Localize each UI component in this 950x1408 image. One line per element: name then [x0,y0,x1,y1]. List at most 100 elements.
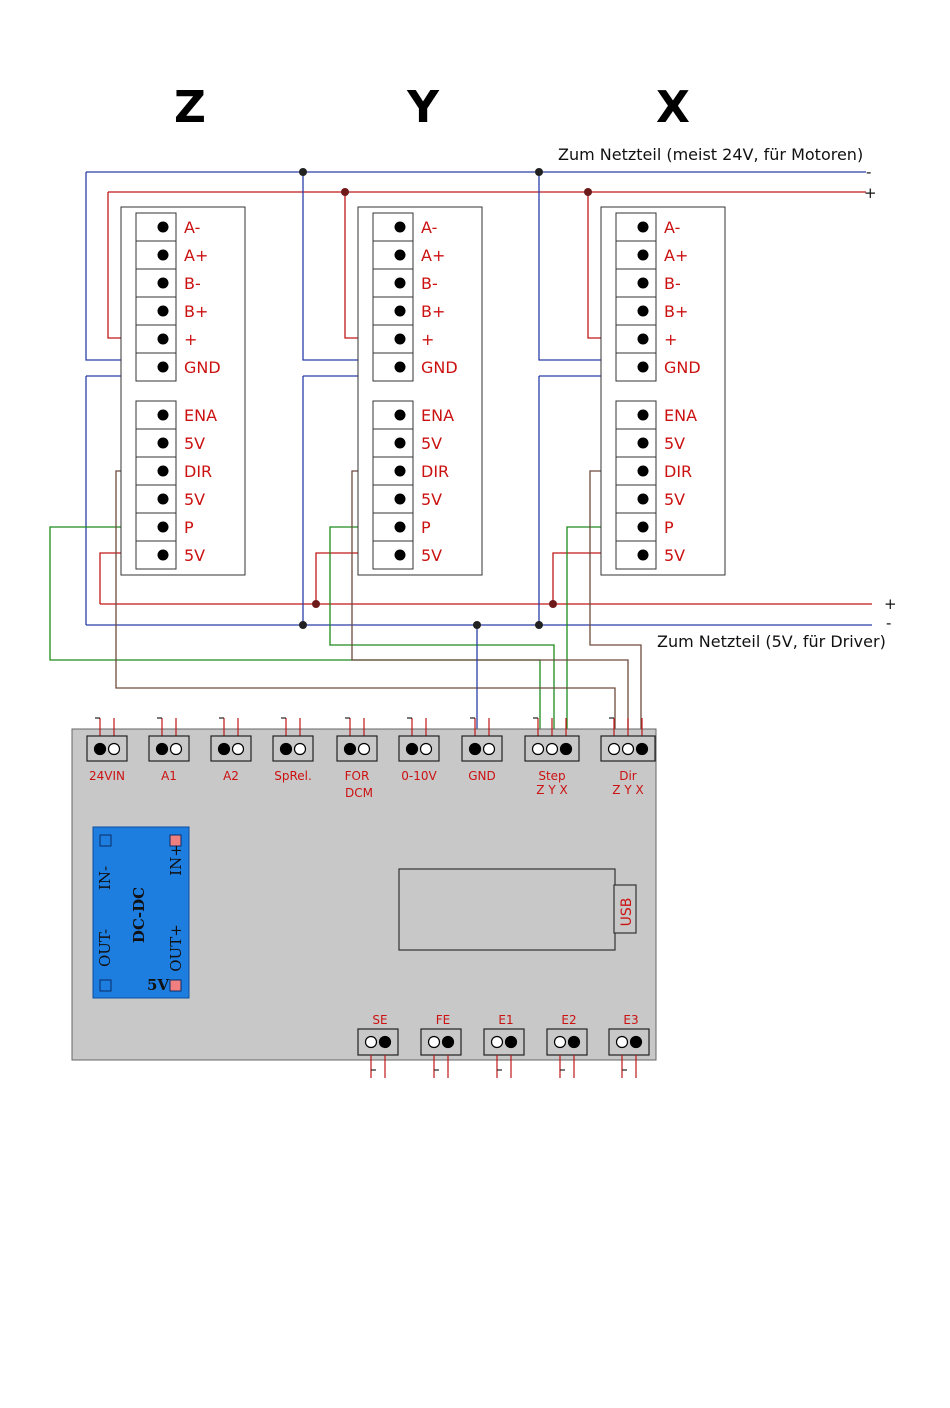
dcdc-out-plus-label: OUT+ [167,924,185,972]
pin-label: 5V [664,490,685,509]
junction-dot [299,168,307,176]
terminal-screw [395,306,406,317]
terminal-cell [616,485,656,513]
connector-hole [470,744,481,755]
pin-label: P [664,518,674,537]
connector-hole [380,1037,391,1048]
motor-plus-sign: + [864,184,877,202]
terminal-cell [616,297,656,325]
terminal-cell [136,513,176,541]
motor-supply-label: Zum Netzteil (meist 24V, für Motoren) [558,145,863,164]
dcdc-in-plus-label: IN+ [167,844,185,876]
connector-housing [87,736,127,761]
terminal-screw [638,334,649,345]
terminal-screw [638,410,649,421]
pin-label: DIR [184,462,212,481]
connector-label: 24VIN [89,769,125,783]
connector-housing [421,1029,461,1055]
terminal-cell [616,401,656,429]
junction-dot [312,600,320,608]
connector-hole [157,744,168,755]
terminal-cell [616,513,656,541]
terminal-screw [158,438,169,449]
connector-label: SE [372,1013,387,1027]
junction-dot [341,188,349,196]
dcdc-out-minus-label: OUT- [96,929,114,967]
connector-label-2: DCM [345,786,373,800]
pin-label: A- [184,218,200,237]
terminal-cell [373,429,413,457]
terminal-cell [616,457,656,485]
terminal-screw [158,362,169,373]
terminal-cell [616,325,656,353]
pin-label: A- [664,218,680,237]
connector-label: FOR [345,769,370,783]
connector-housing [358,1029,398,1055]
driver-minus-sign: - [886,614,891,632]
connector-label: E1 [498,1013,513,1027]
terminal-screw [395,494,406,505]
terminal-screw [158,334,169,345]
pin-label: DIR [664,462,692,481]
dcdc-voltage: 5V [147,976,169,994]
pin-label: 5V [184,490,205,509]
pin-label: ENA [421,406,454,425]
pin-label: GND [664,358,701,377]
terminal-screw [395,410,406,421]
dcdc-pin-in-minus [100,835,111,846]
connector-sprel[interactable]: SpRel. [273,718,313,783]
pin-label: P [184,518,194,537]
pin-label: A+ [421,246,445,265]
usb-label: USB [619,898,635,927]
usb-module: USB [399,869,636,950]
terminal-cell [373,513,413,541]
stepper-drivers: A-A+B-B++GNDENA5VDIR5VP5VA-A+B-B++GNDENA… [121,207,725,575]
terminal-cell [373,297,413,325]
terminal-cell [373,353,413,381]
connector-010v[interactable]: 0-10V [399,718,439,783]
terminal-cell [616,429,656,457]
terminal-cell [136,213,176,241]
connector-hole [609,744,620,755]
junction-dot [584,188,592,196]
pin-label: 5V [664,546,685,565]
pin-label: ENA [664,406,697,425]
terminal-screw [158,466,169,477]
terminal-screw [395,362,406,373]
connector-24vin[interactable]: 24VIN [87,718,127,783]
connector-housing [547,1029,587,1055]
pin-label: A+ [664,246,688,265]
terminal-screw [158,410,169,421]
connector-hole [233,744,244,755]
pin-label: ENA [184,406,217,425]
connector-label: 0-10V [401,769,437,783]
terminal-cell [136,541,176,569]
pin-label: + [421,330,434,349]
pin-label: 5V [421,434,442,453]
dcdc-title: DC-DC [130,887,148,943]
terminal-screw [395,278,406,289]
terminal-screw [158,278,169,289]
driver-z: A-A+B-B++GNDENA5VDIR5VP5V [121,207,245,575]
dcdc-pin-out-plus [170,980,181,991]
connector-hole [109,744,120,755]
connector-housing [609,1029,649,1055]
terminal-cell [616,213,656,241]
usb-board [399,869,615,950]
connector-hole [359,744,370,755]
junction-dot [549,600,557,608]
terminal-screw [638,222,649,233]
connector-hole [547,744,558,755]
connector-hole [171,744,182,755]
connector-housing [484,1029,524,1055]
connector-hole [533,744,544,755]
terminal-screw [395,550,406,561]
terminal-cell [136,485,176,513]
connector-label: GND [468,769,496,783]
pin-label: B- [421,274,438,293]
motor-minus-sign: - [866,163,871,181]
terminal-cell [373,485,413,513]
terminal-cell [373,241,413,269]
terminal-screw [395,250,406,261]
terminal-cell [136,325,176,353]
